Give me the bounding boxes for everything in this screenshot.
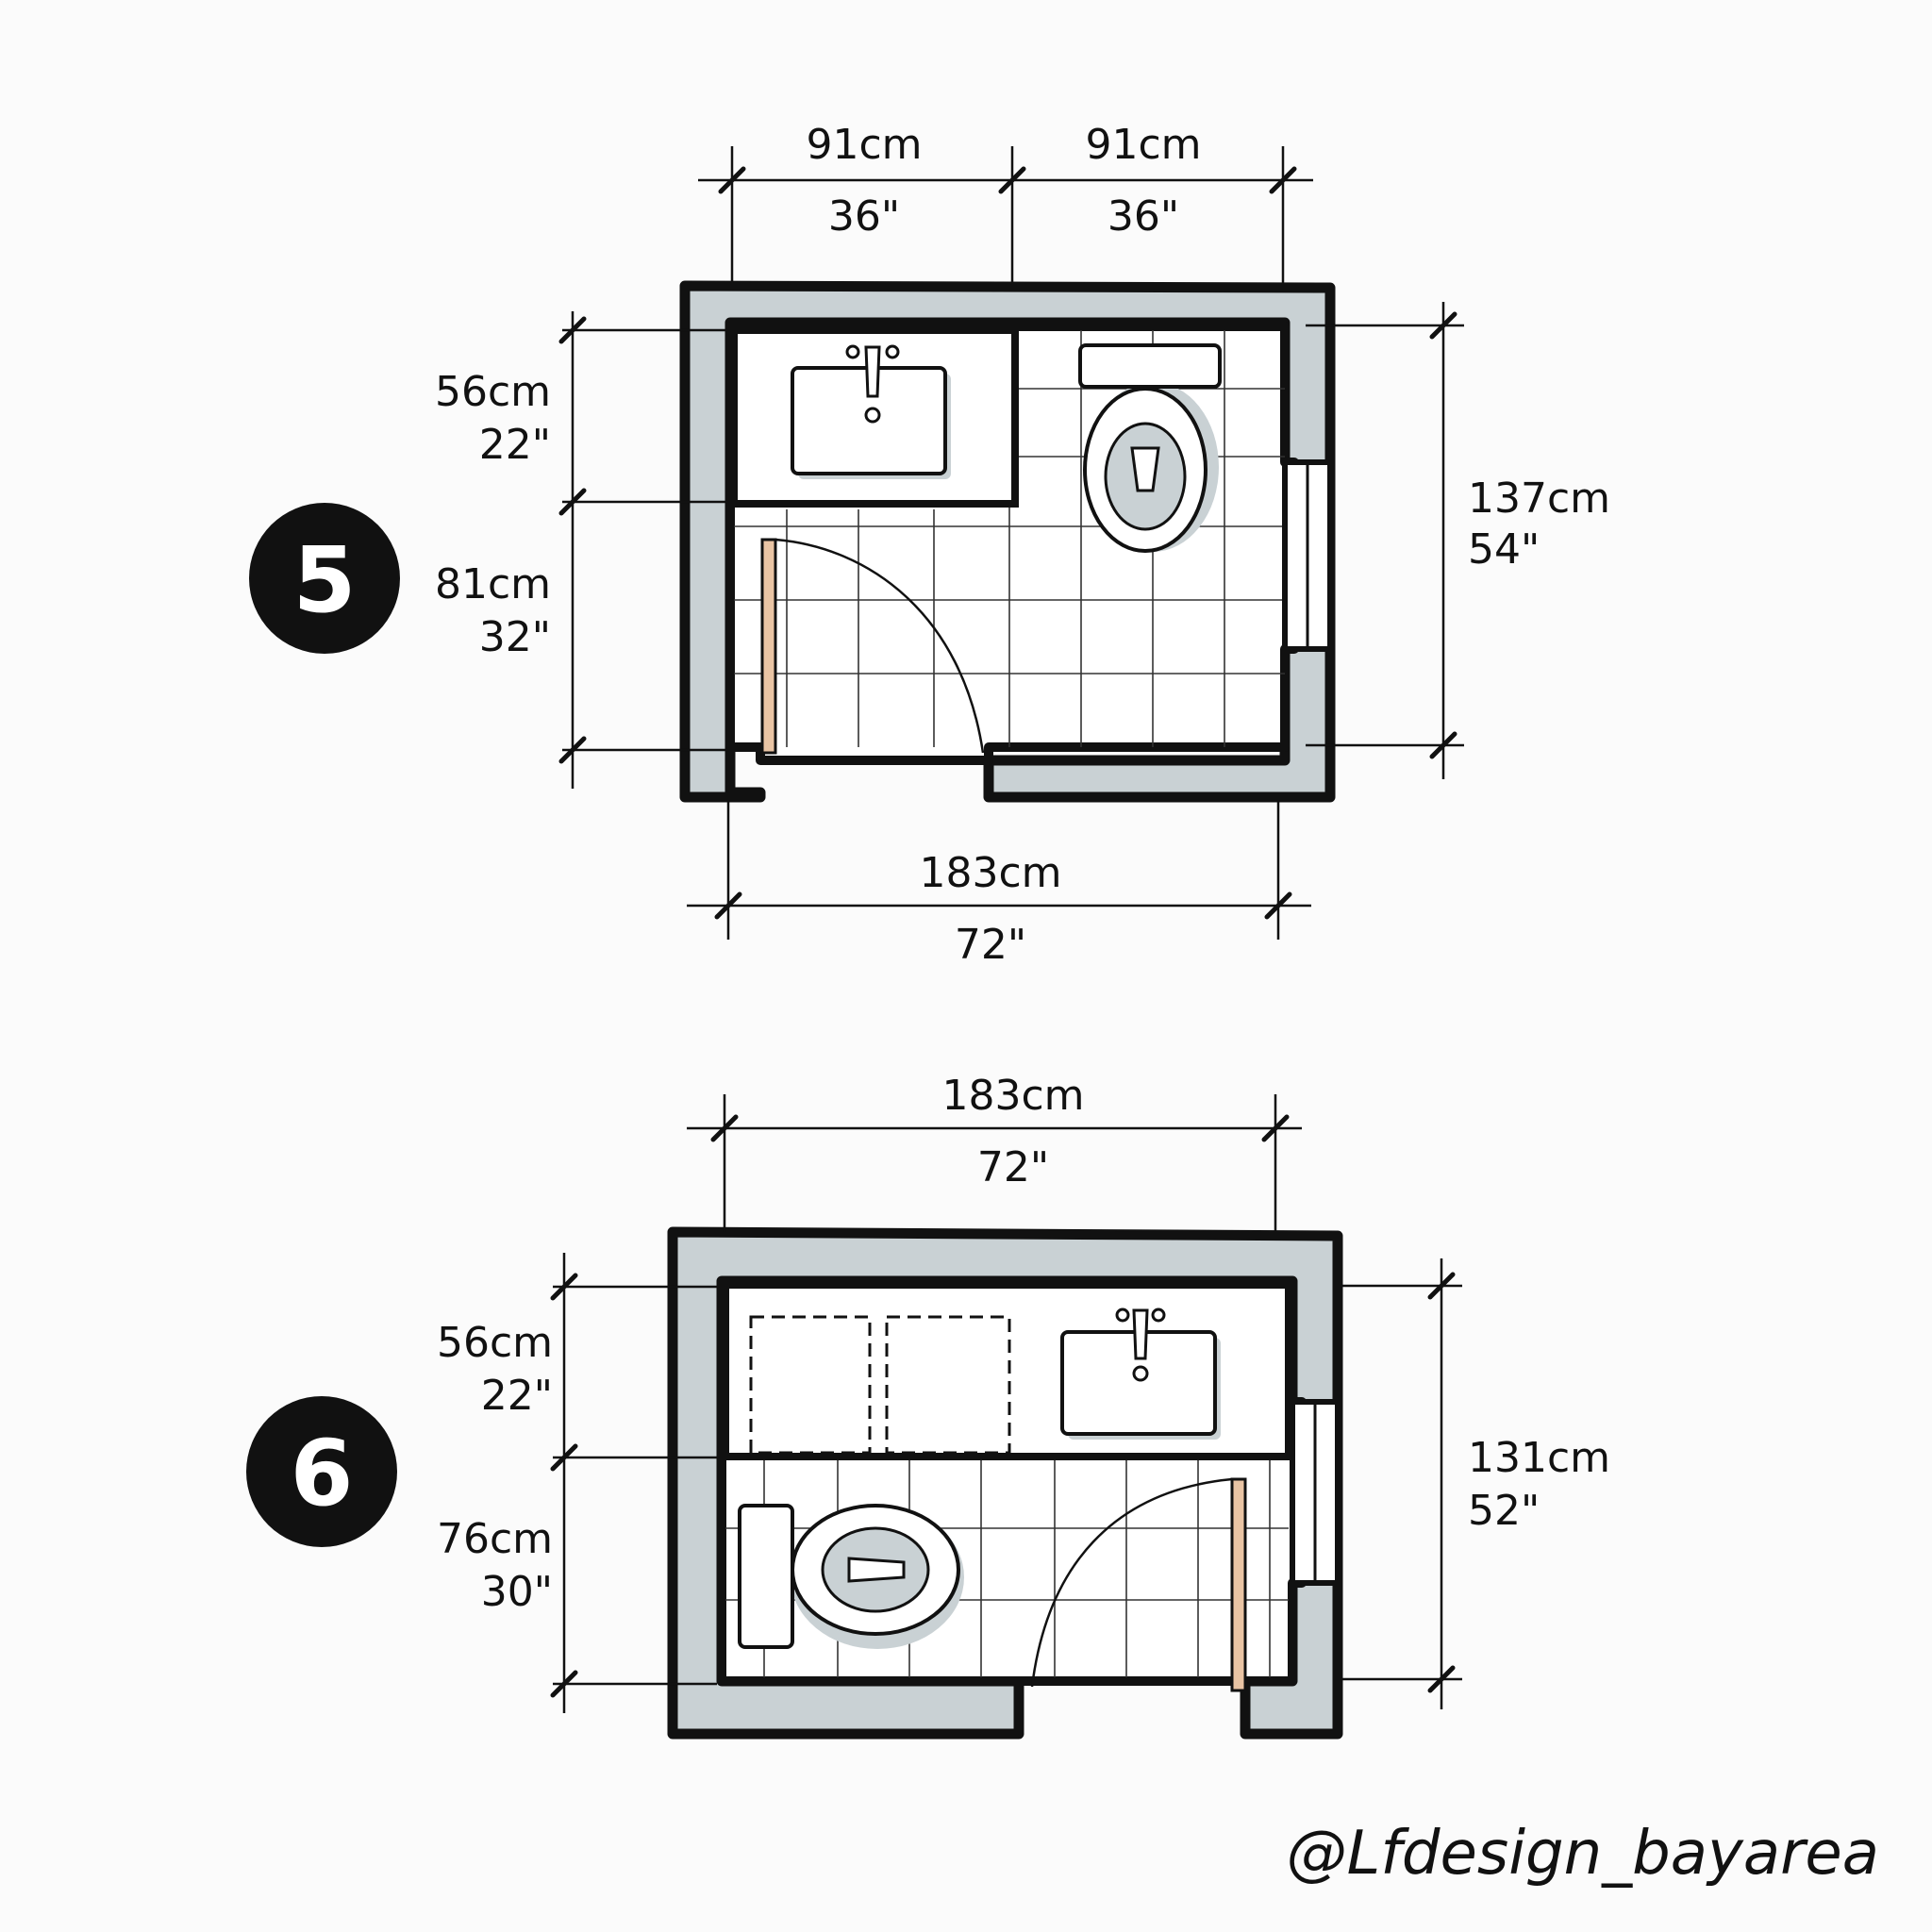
right-dimensions: 131cm 52" (1340, 1258, 1610, 1709)
plan-5: 5 (249, 121, 1610, 969)
dim-bottom-cm: 183cm (919, 849, 1061, 897)
door-icon (760, 538, 985, 755)
sink-icon (1060, 1307, 1221, 1440)
bottom-dimensions: 183cm 72" (687, 802, 1311, 969)
plan-6: 6 (246, 1072, 1610, 1740)
top-dimensions: 183cm 72" (687, 1072, 1302, 1232)
dim-left-2-in: 32" (479, 613, 551, 661)
plan-number: 6 (291, 1421, 354, 1526)
dim-top-2-cm: 91cm (1085, 121, 1201, 169)
plan-number-badge: 5 (249, 503, 400, 654)
left-dimensions: 56cm 22" 76cm 30" (437, 1253, 717, 1713)
dim-left-2-cm: 76cm (437, 1515, 553, 1563)
door-icon (1030, 1477, 1247, 1692)
dim-right-in: 52" (1468, 1487, 1540, 1535)
dim-left-1-in: 22" (481, 1372, 553, 1420)
dim-top-1-in: 36" (828, 192, 900, 241)
dim-left-1-cm: 56cm (435, 368, 551, 416)
left-dimensions: 56cm 22" 81cm 32" (435, 311, 726, 789)
dim-left-2-in: 30" (481, 1568, 553, 1616)
right-dimensions: 137cm 54" (1306, 302, 1610, 779)
window-icon (1290, 1399, 1341, 1586)
window-icon (1282, 459, 1333, 652)
signature: @Lfdesign_bayarea (1287, 1819, 1879, 1889)
dim-left-2-cm: 81cm (435, 560, 551, 608)
dim-left-1-cm: 56cm (437, 1319, 553, 1367)
toilet-icon (1078, 343, 1222, 553)
dim-top-cm: 183cm (941, 1072, 1084, 1120)
plan-number-badge: 6 (246, 1396, 397, 1547)
dim-top-1-cm: 91cm (806, 121, 922, 169)
cabinet-icon (749, 1315, 1011, 1455)
dim-right-cm: 131cm (1468, 1434, 1610, 1482)
dim-right-cm: 137cm (1468, 475, 1610, 523)
sink-icon (791, 344, 951, 479)
dim-right-in: 54" (1468, 525, 1540, 574)
toilet-icon (738, 1504, 964, 1649)
dim-bottom-in: 72" (955, 921, 1026, 969)
dim-top-in: 72" (977, 1143, 1049, 1191)
plan-number: 5 (293, 527, 357, 633)
dim-top-2-in: 36" (1108, 192, 1179, 241)
top-dimensions: 91cm 36" 91cm 36" (698, 121, 1313, 283)
dim-left-1-in: 22" (479, 421, 551, 469)
